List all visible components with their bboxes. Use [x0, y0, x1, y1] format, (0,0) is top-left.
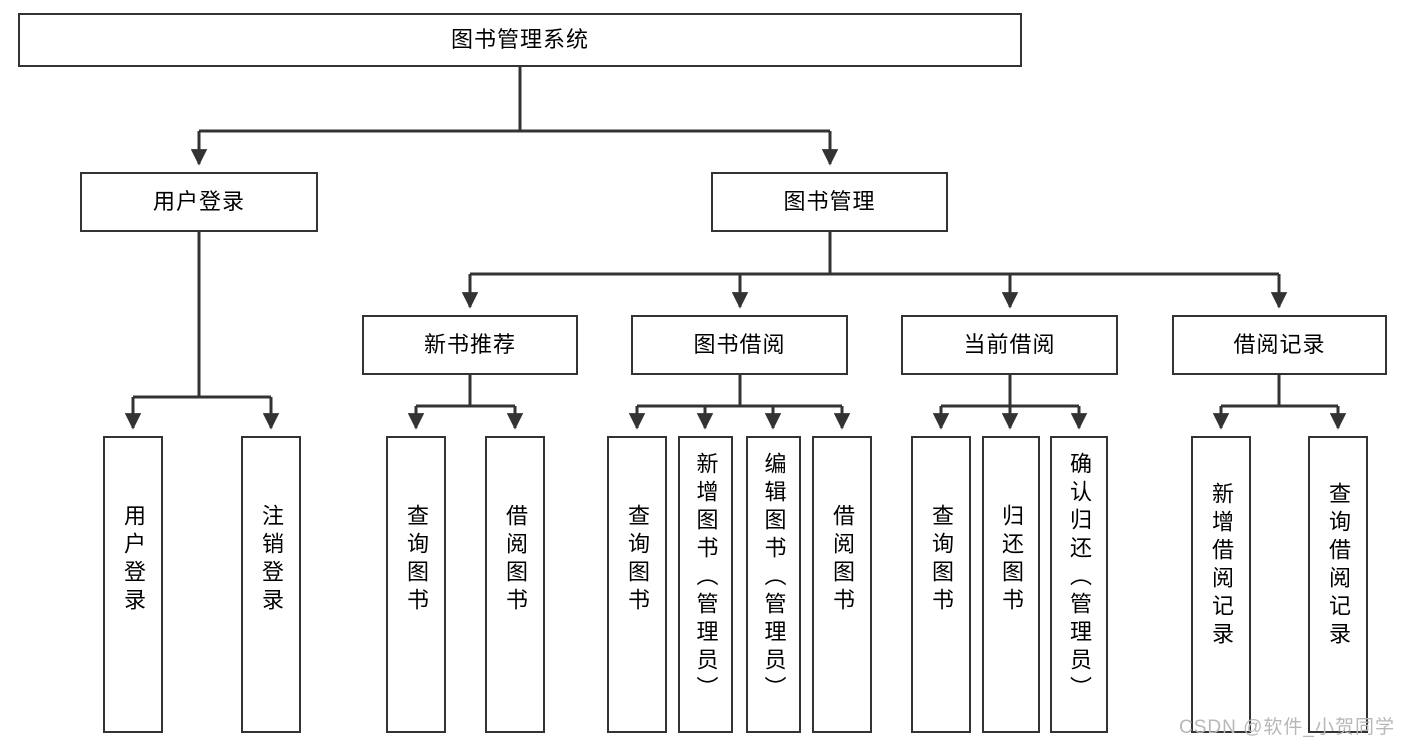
node-book-borrow[interactable]: 图书借阅 [631, 315, 848, 375]
watermark-text: CSDN @软件_小贺同学 [1179, 717, 1395, 738]
node-current-borrow[interactable]: 当前借阅 [901, 315, 1118, 375]
leaf-borrow-book[interactable]: 借阅图书 [812, 436, 872, 733]
leaf-label: 借阅图书 [503, 504, 528, 616]
node-label: 当前借阅 [963, 332, 1056, 358]
leaf-label: 编辑图书（管理员） [761, 452, 787, 704]
leaf-return-book[interactable]: 归还图书 [982, 436, 1040, 733]
leaf-label: 新增图书（管理员） [693, 452, 719, 704]
leaf-label: 借阅图书 [830, 504, 855, 616]
leaf-confirm-return-admin[interactable]: 确认归还（管理员） [1050, 436, 1108, 733]
node-label: 图书借阅 [693, 332, 786, 358]
leaf-add-borrow-record[interactable]: 新增借阅记录 [1191, 436, 1251, 733]
node-book-management[interactable]: 图书管理 [711, 172, 948, 232]
leaf-label: 查询借阅记录 [1326, 482, 1351, 650]
node-label: 用户登录 [152, 189, 245, 215]
leaf-query-book-borrow[interactable]: 查询图书 [607, 436, 667, 733]
node-root[interactable]: 图书管理系统 [18, 13, 1022, 67]
leaf-label: 查询图书 [929, 504, 954, 616]
node-borrow-record[interactable]: 借阅记录 [1172, 315, 1387, 375]
node-label: 新书推荐 [423, 332, 516, 358]
leaf-user-logout[interactable]: 注销登录 [241, 436, 301, 733]
leaf-edit-book-admin[interactable]: 编辑图书（管理员） [746, 436, 801, 733]
leaf-label: 确认归还（管理员） [1067, 452, 1092, 704]
leaf-query-book-recommend[interactable]: 查询图书 [386, 436, 446, 733]
leaf-borrow-book-recommend[interactable]: 借阅图书 [485, 436, 545, 733]
leaf-add-book-admin[interactable]: 新增图书（管理员） [678, 436, 733, 733]
leaf-query-book-current[interactable]: 查询图书 [911, 436, 971, 733]
leaf-query-borrow-record[interactable]: 查询借阅记录 [1308, 436, 1368, 733]
leaf-label: 新增借阅记录 [1209, 482, 1234, 650]
leaf-label: 查询图书 [625, 504, 650, 616]
leaf-label: 归还图书 [999, 504, 1024, 616]
leaf-label: 注销登录 [259, 504, 284, 616]
node-label: 图书管理系统 [450, 27, 589, 53]
leaf-label: 用户登录 [121, 504, 146, 616]
node-new-book-recommend[interactable]: 新书推荐 [362, 315, 578, 375]
node-label: 图书管理 [783, 189, 876, 215]
leaf-user-login[interactable]: 用户登录 [103, 436, 163, 733]
leaf-label: 查询图书 [404, 504, 429, 616]
node-label: 借阅记录 [1233, 332, 1326, 358]
node-user-login[interactable]: 用户登录 [80, 172, 318, 232]
